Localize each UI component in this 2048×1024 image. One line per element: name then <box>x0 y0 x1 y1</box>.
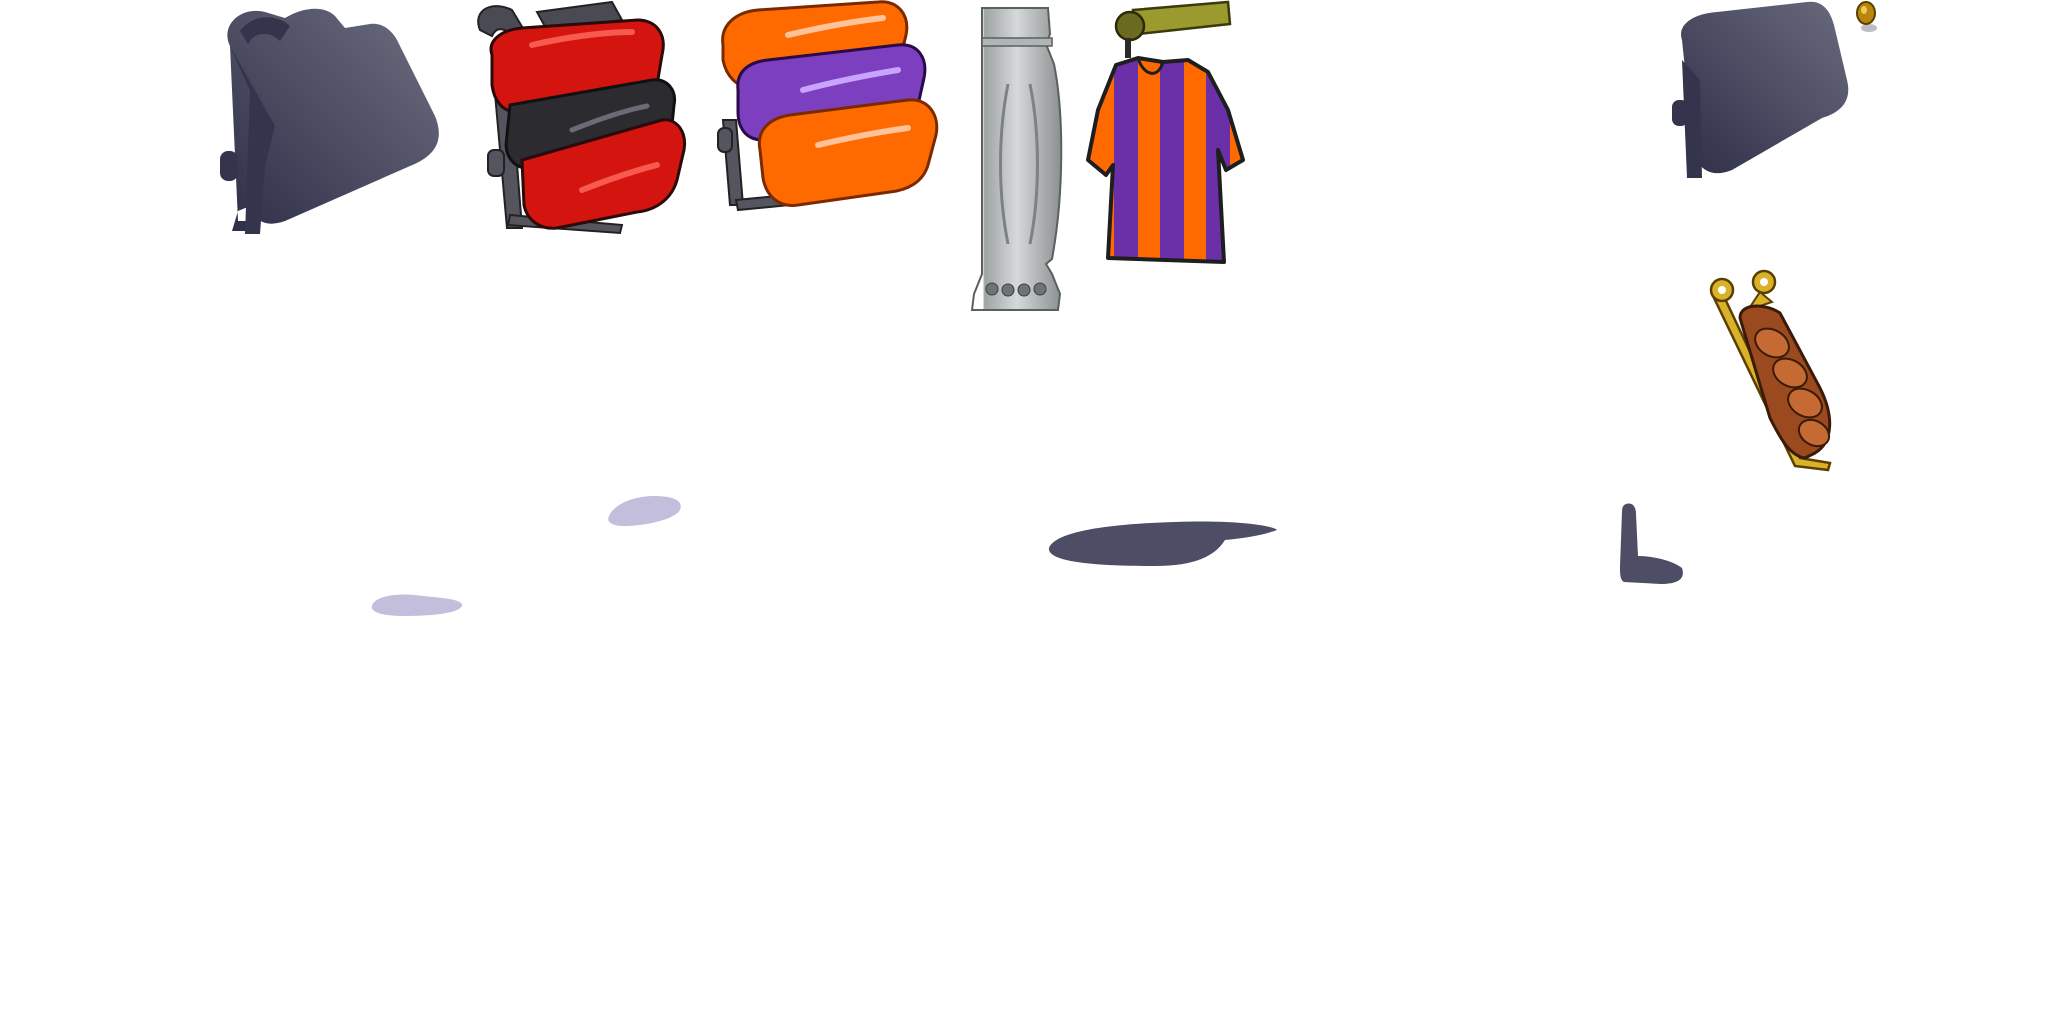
brass-peg-icon <box>1854 0 1880 34</box>
red-backpack-icon <box>462 0 712 235</box>
ground-shadow-icon <box>1045 518 1280 570</box>
ground-shadow-icon <box>368 588 468 618</box>
ground-shadow-icon <box>604 490 686 530</box>
backpack-shadow-icon <box>1662 0 1857 182</box>
backpack-shadow-icon <box>210 6 465 236</box>
brown-sled-icon <box>1709 268 1845 472</box>
ground-shadow-icon <box>1616 500 1686 588</box>
striped-jersey-icon <box>1078 0 1248 270</box>
orange-purple-backpack-icon <box>717 0 940 215</box>
stone-pillar-icon <box>968 4 1066 312</box>
